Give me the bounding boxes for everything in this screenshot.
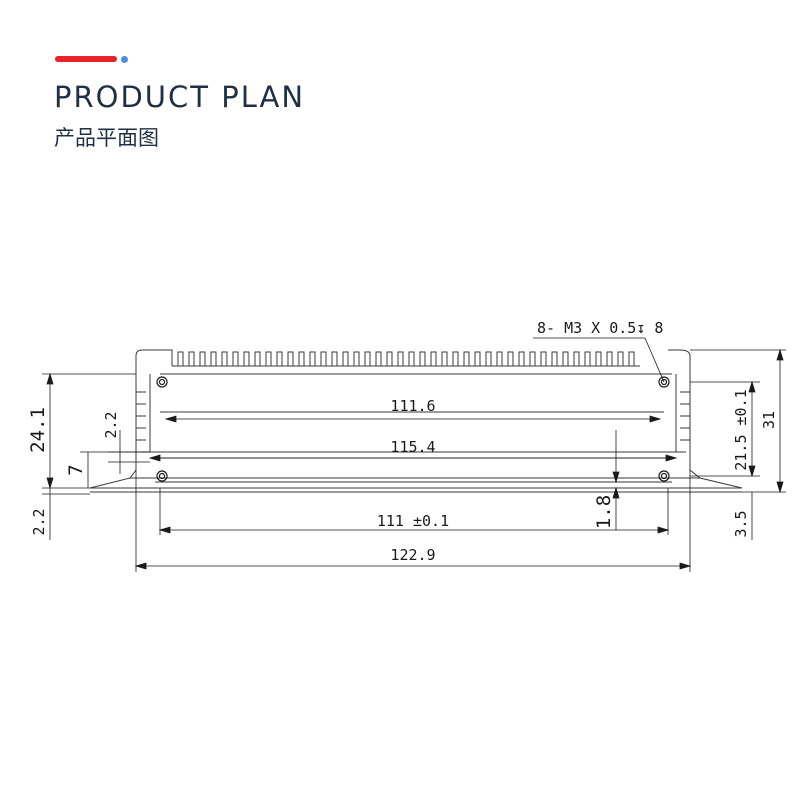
dim-left-upper-offset: 2.2 bbox=[102, 411, 120, 438]
top-fin-row bbox=[177, 351, 635, 366]
red-accent-bar bbox=[55, 56, 117, 62]
page-title: PRODUCT PLAN bbox=[54, 80, 306, 114]
screw-hole-bottom-right bbox=[658, 470, 670, 482]
dim-left-height: 24.1 bbox=[27, 407, 49, 453]
blue-accent-dot bbox=[121, 56, 128, 63]
dim-mid-width: 115.4 bbox=[390, 438, 435, 456]
vertical-dimensions bbox=[42, 337, 786, 540]
screw-holes bbox=[156, 376, 670, 482]
hole-callout: 8- M3 X 0.5↧ 8 bbox=[537, 319, 663, 337]
dim-total-width: 122.9 bbox=[390, 546, 435, 564]
screw-hole-top-right bbox=[658, 376, 670, 388]
top-fins bbox=[177, 351, 635, 366]
dim-right-inner-height: 21.5 ±0.1 bbox=[732, 389, 750, 470]
page-subtitle: 产品平面图 bbox=[54, 126, 159, 150]
horizontal-dimensions bbox=[134, 415, 692, 572]
dim-groove-depth: 1.8 bbox=[593, 495, 615, 529]
screw-hole-top-left bbox=[156, 376, 168, 388]
dim-base-width: 111 ±0.1 bbox=[377, 512, 449, 530]
dim-inner-width: 111.6 bbox=[390, 397, 435, 415]
screw-hole-bottom-left bbox=[156, 470, 168, 482]
dim-right-total-height: 31 bbox=[760, 411, 778, 429]
dim-left-seven: 7 bbox=[65, 464, 87, 475]
dim-left-lower-offset: 2.2 bbox=[30, 508, 48, 535]
dim-right-base: 3.5 bbox=[732, 510, 750, 537]
profile-outline bbox=[89, 349, 743, 493]
